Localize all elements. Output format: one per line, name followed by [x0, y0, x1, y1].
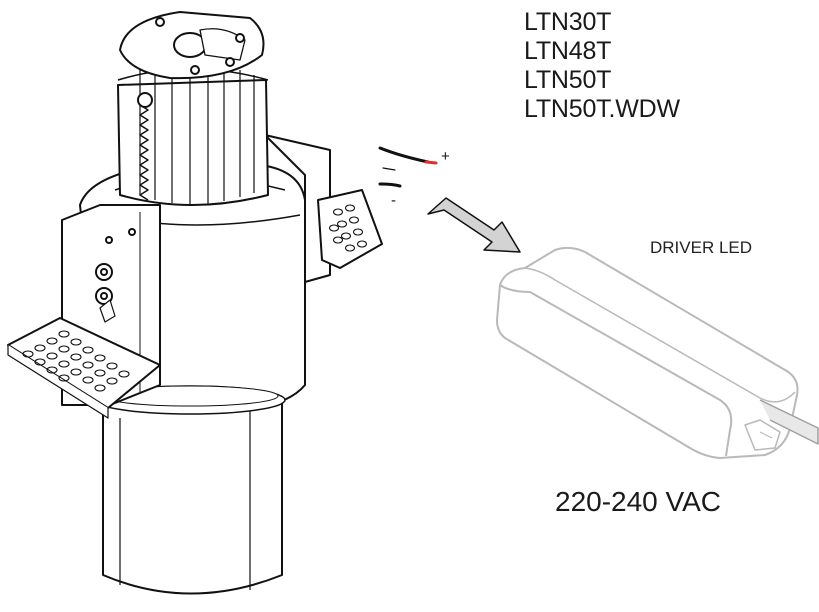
model-name: LTN50T	[524, 66, 612, 94]
negative-polarity-label: -	[391, 192, 396, 209]
model-name: LTN48T	[524, 37, 612, 65]
downlight-fixture	[7, 11, 383, 595]
connection-arrow	[427, 197, 521, 253]
model-list: LTN30T LTN48T LTN50T LTN50T.WDW	[524, 8, 680, 124]
driver-led-label: DRIVER LED	[650, 238, 753, 257]
positive-polarity-label: +	[441, 148, 450, 165]
right-bracket	[264, 134, 383, 283]
positive-wire	[378, 146, 430, 164]
heat-sink	[117, 60, 269, 206]
model-name: LTN30T	[524, 8, 612, 36]
wire-leads	[378, 146, 438, 188]
plate-perforations	[22, 330, 130, 392]
left-bracket	[7, 204, 161, 419]
top-cap	[119, 11, 265, 80]
driver-cable	[759, 399, 819, 445]
supply-voltage-label: 220-240 VAC	[555, 486, 722, 517]
negative-wire	[378, 182, 402, 188]
positive-wire-tip	[424, 160, 438, 165]
driver-led-box	[496, 246, 819, 459]
model-name: LTN50T.WDW	[524, 95, 680, 123]
lower-cylinder	[102, 400, 283, 595]
